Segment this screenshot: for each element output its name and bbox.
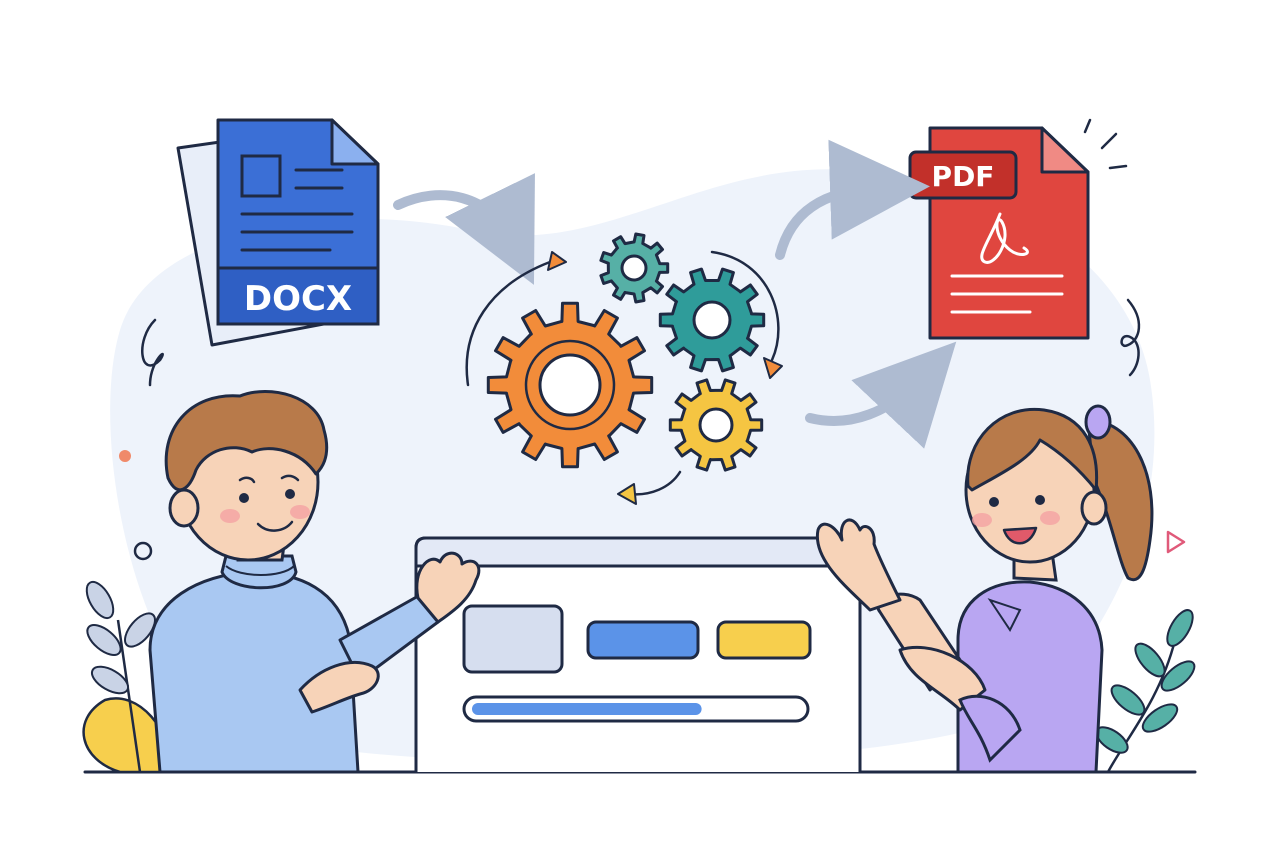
content-block-blue [586,620,700,660]
rotation-arc-left [465,260,552,387]
sparkle-lines [1083,118,1128,170]
triangle-pink [1166,530,1186,554]
right-plant [1095,609,1196,773]
gear-medium-hole [692,300,732,340]
gear-large-hole [538,353,602,417]
gear-yellow-hole [698,407,734,443]
squiggle-right [1120,298,1141,377]
gears-icon [486,232,766,472]
docx-file-icon: DOCX [176,118,380,347]
gear-small-top-hole [620,254,648,282]
arrow-gears-to-pdf [775,139,930,260]
rotation-arrowhead-bottom [617,483,637,505]
dot-orange [119,450,131,462]
rotation-arc-right [710,250,780,362]
app-window [414,536,862,772]
rotation-arrowhead-top [547,251,567,271]
woman-avatar [815,404,1154,774]
arrow-gears-to-woman [805,341,957,449]
docx-label: DOCX [244,279,352,319]
man-avatar [148,389,481,774]
dot-outline [133,541,153,561]
acrobat-icon [980,212,1029,264]
content-block-placeholder [462,604,564,674]
rotation-arrowhead-right [763,357,783,379]
progress-fill [472,703,702,715]
pdf-file-icon: PDF [908,126,1090,340]
content-block-yellow [716,620,812,660]
left-plant [82,580,177,774]
pdf-label: PDF [932,160,995,193]
gear-large-ring [524,339,616,431]
squiggle-left [141,318,165,387]
arrow-docx-to-gears [393,173,535,285]
